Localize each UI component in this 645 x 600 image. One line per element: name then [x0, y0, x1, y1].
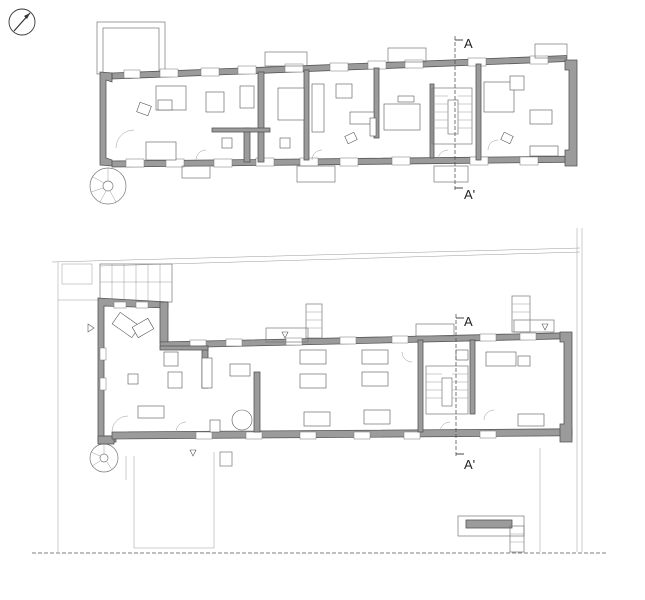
north-arrow-icon	[8, 8, 36, 36]
desk-cluster	[111, 311, 545, 433]
spiral-stair-icon	[89, 167, 127, 205]
section-label-top-lower: A	[464, 314, 473, 329]
stair-icon-lower	[425, 365, 469, 415]
section-label-bottom: A'	[464, 187, 475, 202]
exterior-stair-icon	[99, 263, 173, 303]
stair-icon	[431, 87, 473, 145]
section-label-bottom-lower: A'	[464, 457, 475, 472]
section-label-top: A	[464, 36, 473, 51]
upper-floor-plan: A A'	[89, 21, 578, 205]
lower-floor-plan: A A'	[32, 228, 606, 554]
spiral-stair-icon-lower	[89, 443, 119, 473]
